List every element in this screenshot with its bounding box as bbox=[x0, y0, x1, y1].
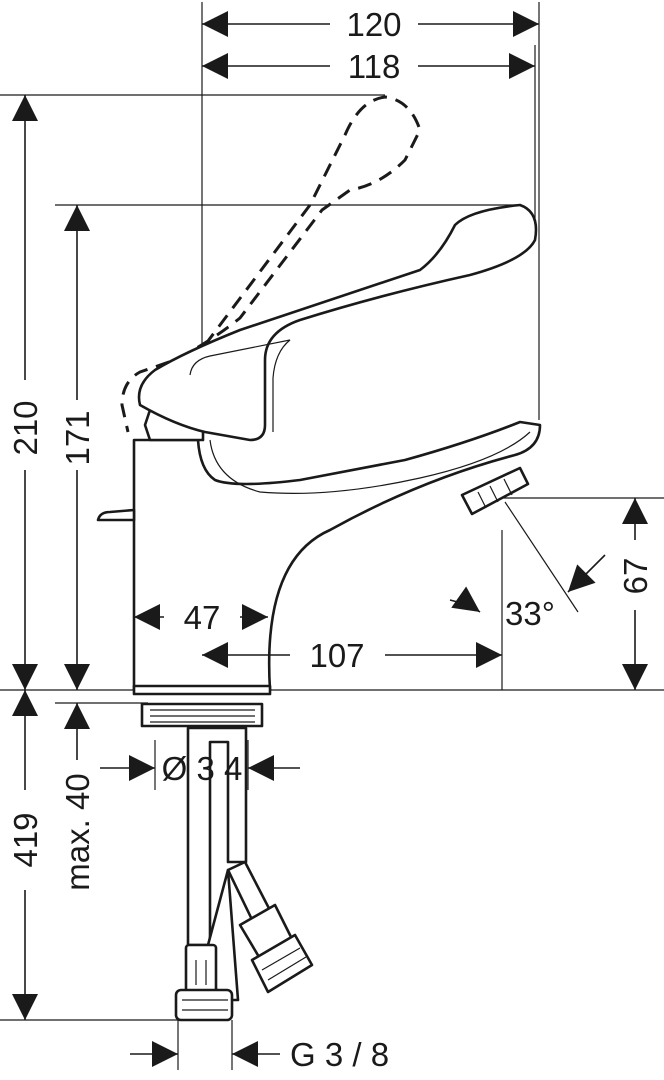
dim-spout-height: 67 bbox=[617, 558, 654, 595]
dim-hose-length: 419 bbox=[7, 812, 44, 867]
raised-handle-dashed-outline bbox=[120, 95, 422, 433]
dim-height-overall: 210 bbox=[7, 400, 44, 455]
faucet-base-flange bbox=[132, 684, 272, 696]
dimension-labels: 120 118 210 171 47 107 33° 67 Ø 3 4 max.… bbox=[7, 6, 654, 1073]
dim-max-deck-thickness: max. 40 bbox=[59, 773, 96, 890]
mounting-nut bbox=[140, 702, 264, 728]
faucet-outline bbox=[96, 95, 542, 1022]
pop-up-rod bbox=[96, 508, 136, 522]
dim-width-spout: 118 bbox=[348, 48, 401, 85]
dim-body-width: 47 bbox=[184, 599, 221, 636]
dim-spout-reach: 107 bbox=[309, 637, 364, 674]
hose-fitting-right bbox=[238, 903, 314, 994]
dim-width-overall: 120 bbox=[346, 6, 401, 43]
dim-spout-angle: 33° bbox=[505, 595, 555, 632]
lever-handle bbox=[137, 203, 538, 442]
faucet-body bbox=[132, 420, 542, 692]
dimension-lines bbox=[12, 11, 648, 1067]
dim-height-spout: 171 bbox=[59, 410, 96, 465]
dim-connection-thread: G 3 / 8 bbox=[290, 1036, 389, 1073]
dim-hole-diameter: Ø 3 4 bbox=[162, 750, 243, 787]
aerator bbox=[460, 466, 530, 516]
hose-fitting-left bbox=[174, 943, 234, 1022]
